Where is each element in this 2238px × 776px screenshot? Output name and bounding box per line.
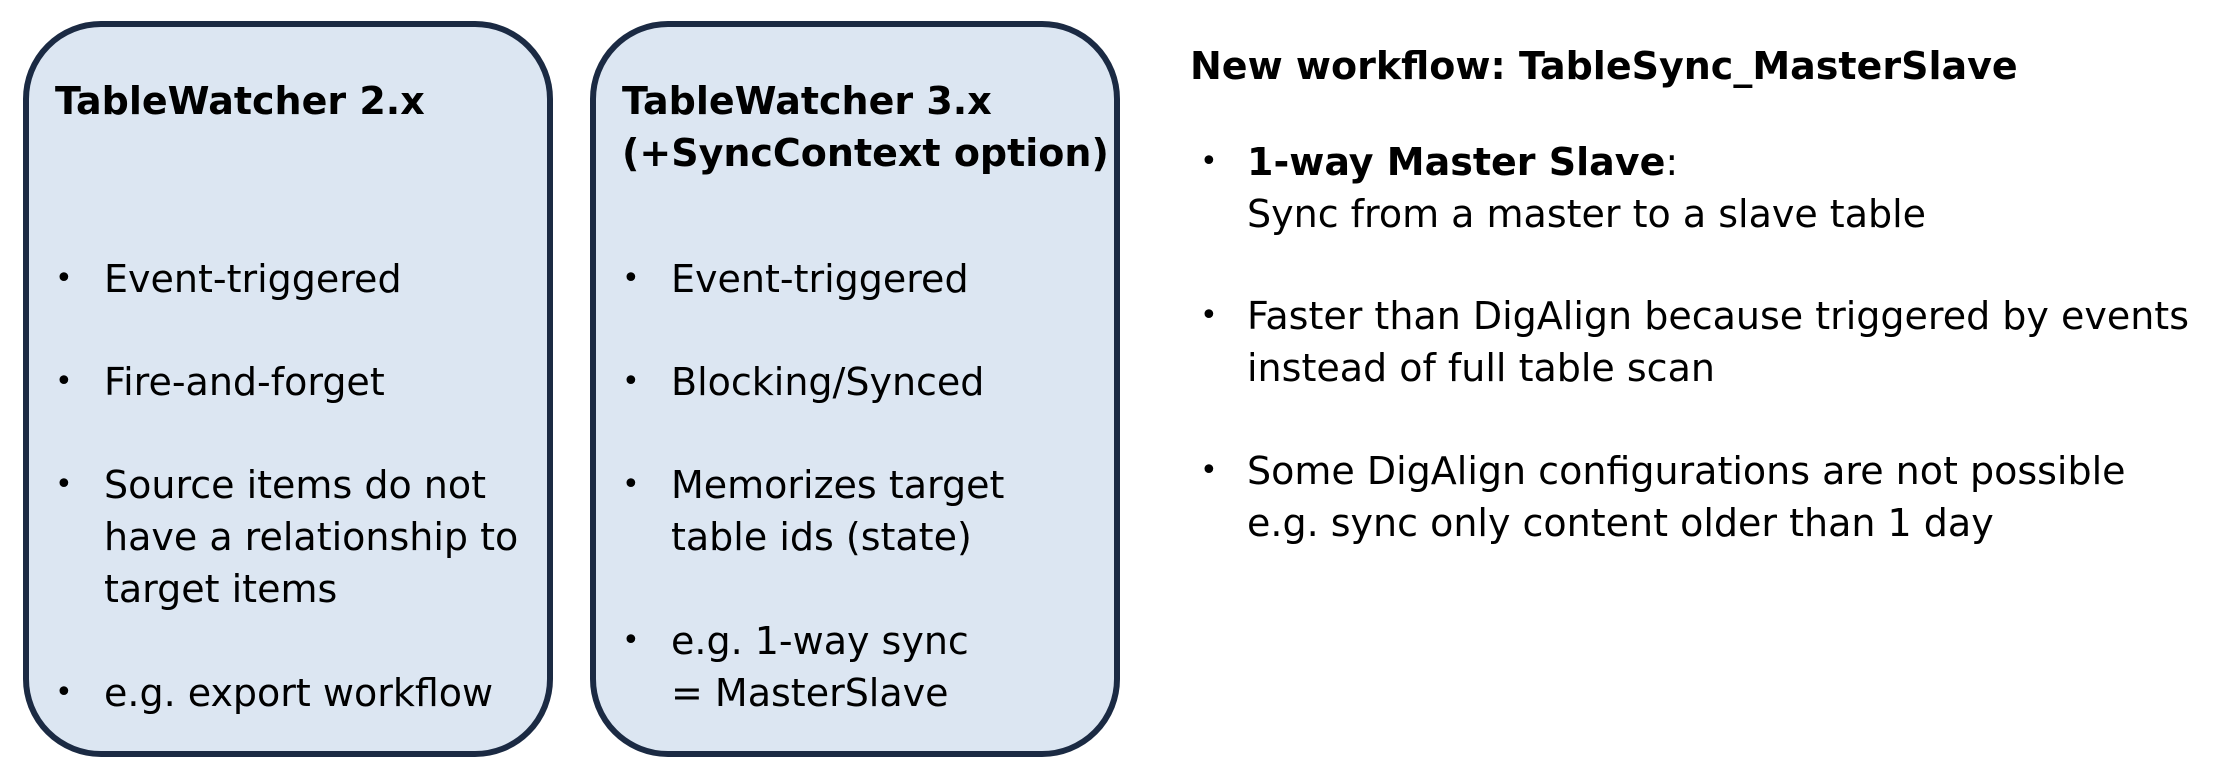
bullet-text: Blocking/Synced: [671, 360, 985, 404]
bullet-dot-icon: •: [622, 261, 640, 296]
bullet-text: Fire-and-forget: [104, 360, 385, 404]
bullet-dot-icon: •: [55, 675, 73, 710]
tablewatcher-2x-card: TableWatcher 2.x • Event-triggered • Fir…: [23, 21, 553, 757]
bullet-text-line: e.g. 1-way sync: [671, 619, 969, 663]
bullet-bold-lead: 1-way Master Slave: [1247, 140, 1666, 184]
bullet-text-line: have a relationship to: [104, 515, 519, 559]
bullet-text-line: target items: [104, 567, 338, 611]
bullet-dot-icon: •: [55, 467, 73, 502]
bullet-dot-icon: •: [1200, 453, 1218, 488]
card-title-line: TableWatcher 2.x: [55, 79, 425, 123]
card-title-line: TableWatcher 3.x: [622, 79, 992, 123]
bullet-dot-icon: •: [1200, 144, 1218, 179]
bullet-text: Event-triggered: [104, 257, 402, 301]
card-title: TableWatcher 2.x: [55, 75, 425, 127]
bullet-text-line: = MasterSlave: [671, 671, 949, 715]
bullet-text: Event-triggered: [671, 257, 969, 301]
bullet-dot-icon: •: [1200, 298, 1218, 333]
tablewatcher-3x-card: TableWatcher 3.x (+SyncContext option) •…: [590, 21, 1120, 757]
card-title-line: (+SyncContext option): [622, 131, 1109, 175]
bullet-dot-icon: •: [622, 467, 640, 502]
bullet-text-line: instead of full table scan: [1247, 346, 1715, 390]
bullet-text-line: table ids (state): [671, 515, 972, 559]
bullet-text: e.g. export workflow: [104, 671, 494, 715]
bullet-text-line: Faster than DigAlign because triggered b…: [1247, 294, 2190, 338]
new-workflow-panel: New workflow: TableSync_MasterSlave • 1-…: [1190, 40, 2230, 560]
bullet-text-line: e.g. sync only content older than 1 day: [1247, 501, 1994, 545]
bullet-text-line: Sync from a master to a slave table: [1247, 192, 1927, 236]
bullet-text-line: Some DigAlign configurations are not pos…: [1247, 449, 2126, 493]
bullet-dot-icon: •: [622, 364, 640, 399]
bullet-dot-icon: •: [622, 623, 640, 658]
bullet-text-line: 1-way Master Slave:: [1247, 136, 1678, 188]
bullet-text-line: Source items do not: [104, 463, 487, 507]
panel-title: New workflow: TableSync_MasterSlave: [1190, 44, 2018, 88]
bullet-dot-icon: •: [55, 261, 73, 296]
bullet-dot-icon: •: [55, 364, 73, 399]
bullet-text-line: Memorizes target: [671, 463, 1005, 507]
bullet-lead-suffix: :: [1665, 140, 1679, 184]
